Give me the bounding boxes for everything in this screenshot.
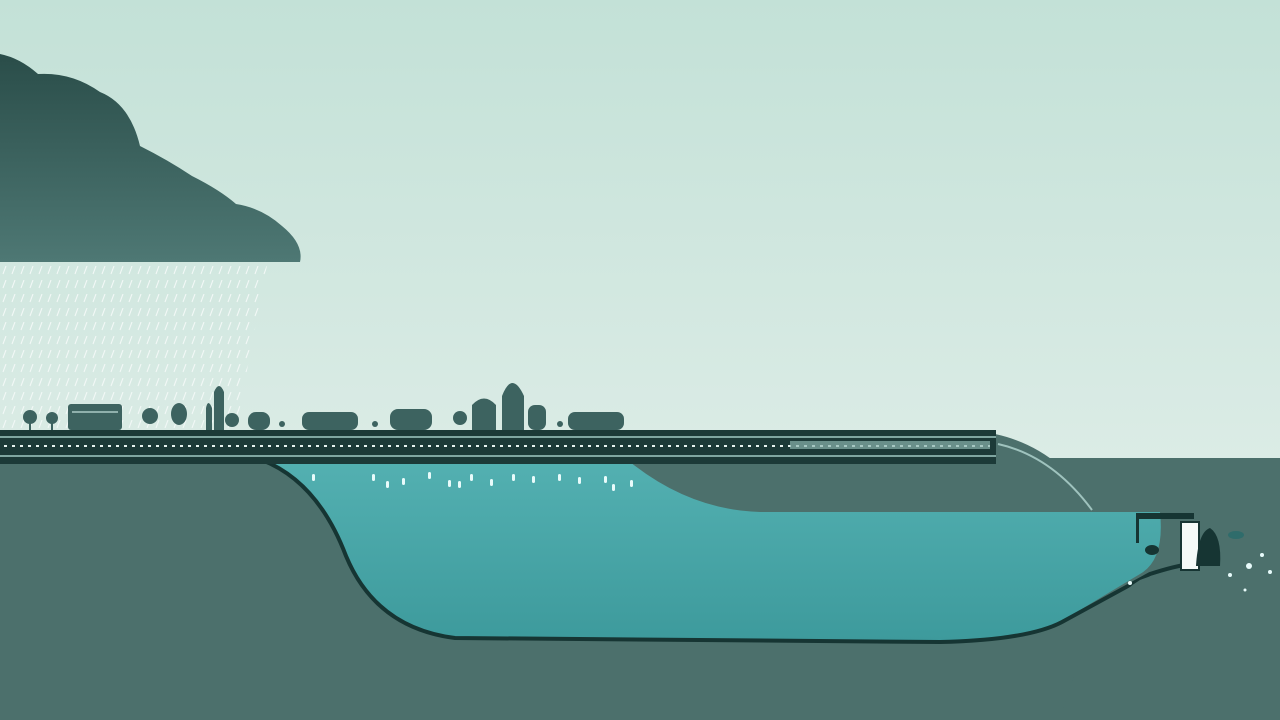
water-droplet: [532, 476, 535, 483]
water-droplet: [578, 477, 581, 484]
water-droplet: [458, 481, 461, 488]
road-deck: [0, 430, 996, 464]
water-droplet: [512, 474, 515, 481]
water-droplet: [558, 474, 561, 481]
seabed: [1060, 560, 1280, 720]
sea-gate-icon: [1136, 513, 1244, 571]
water-droplet: [386, 481, 389, 488]
water-droplet: [372, 474, 375, 481]
reservoir-bubbles: [312, 472, 633, 491]
reservoir-outline: [261, 458, 1191, 645]
water-droplet: [402, 478, 405, 485]
water-droplet: [490, 479, 493, 486]
water-droplet: [428, 472, 431, 479]
water-droplet: [448, 480, 451, 487]
water-droplet: [604, 476, 607, 483]
reservoir-water: [268, 462, 1161, 642]
embankment-highlight: [997, 443, 1093, 511]
city-skyline-icon: [23, 383, 624, 430]
water-droplet: [612, 484, 615, 491]
rain: [0, 260, 268, 428]
water-droplet: [630, 480, 633, 487]
water-droplet: [312, 474, 315, 481]
water-droplet: [470, 474, 473, 481]
sea-bubbles: [1128, 553, 1272, 592]
rain-cloud-icon: [0, 54, 301, 262]
